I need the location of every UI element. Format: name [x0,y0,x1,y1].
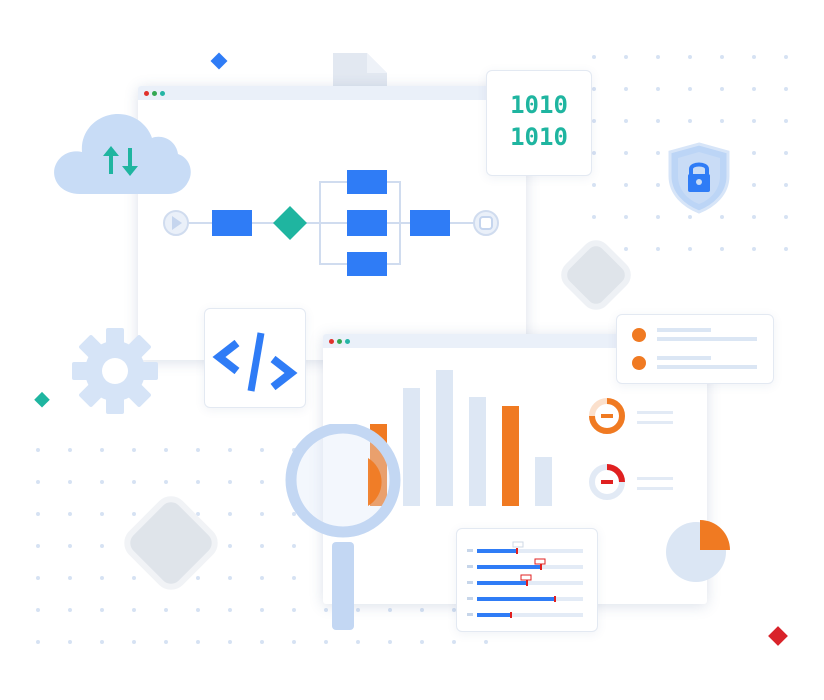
pie-chart-graphic [666,520,730,582]
grey-diamond-left [124,496,218,590]
flow-branch-middle [347,210,387,236]
workflow-window [138,86,526,360]
bar-6 [535,457,552,506]
gauge-1 [589,398,673,434]
flow-decision [273,206,307,240]
code-card [204,308,306,408]
bar-3 [436,370,453,506]
list-bullet-2 [632,356,646,370]
workflow-diagram [163,170,499,276]
flow-branch-bottom [347,252,387,276]
grey-diamond-right [561,240,631,310]
timeline-card [456,528,598,632]
window-minimize-dot [337,338,342,344]
window-maximize-dot [345,338,350,344]
bar-2 [403,388,420,506]
list-card [616,314,774,384]
cloud-sync-icon [54,114,191,194]
flow-step-2 [410,210,450,236]
binary-line-2: 1010 [510,123,568,151]
window-titlebar [138,86,526,100]
document-icon [333,53,387,89]
window-minimize-dot [152,90,157,96]
analytics-titlebar [323,334,707,348]
list-bullet-1 [632,328,646,342]
diamond-blue [210,52,228,70]
binary-line-1: 1010 [510,91,568,119]
window-close-dot [144,90,149,96]
security-shield-lock-icon [668,142,730,214]
gauge-2 [589,464,673,500]
binary-card: 1010 1010 [486,70,592,176]
bar-4 [469,397,486,506]
magnifying-glass-icon [285,424,401,630]
diamond-teal [34,391,50,408]
code-brackets-icon [212,332,298,392]
flow-step-1 [212,210,252,236]
flow-branch-top [347,170,387,194]
list-items-graphic [632,328,757,370]
diamond-red [768,626,788,646]
window-close-dot [329,338,334,344]
bar-5 [502,406,519,506]
gear-icon [72,328,158,414]
window-maximize-dot [160,90,165,96]
timeline-graphic [467,541,583,618]
